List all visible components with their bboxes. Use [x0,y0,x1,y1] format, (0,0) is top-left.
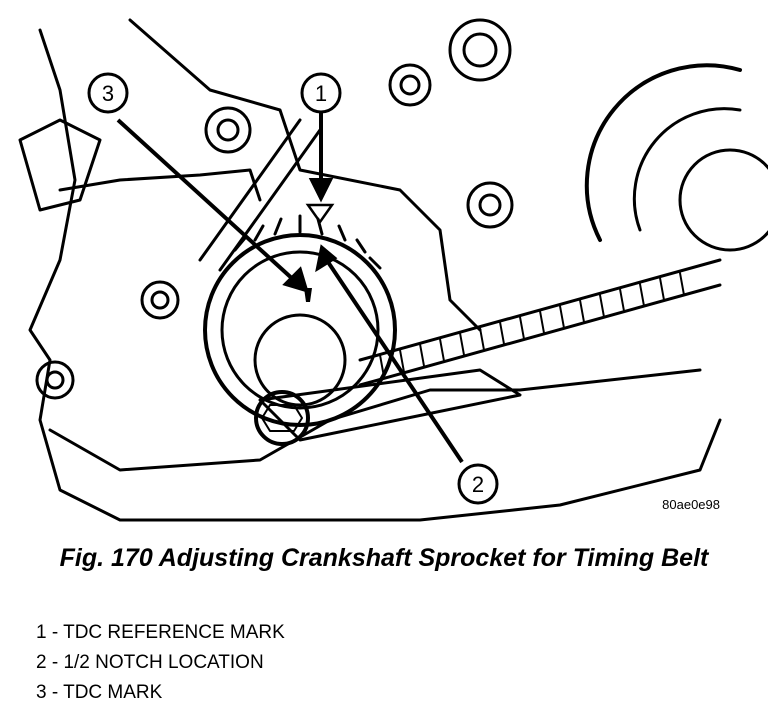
bolt [478,193,502,217]
callout-2: 2 [457,463,499,505]
callout-1: 1 [300,72,342,114]
crankshaft-hub [253,313,347,407]
leader-line-2 [326,260,464,464]
callout-3-number: 3 [102,81,114,106]
figure-caption: Fig. 170 Adjusting Crankshaft Sprocket f… [59,544,709,572]
bolt [448,18,512,82]
bolt [150,290,170,310]
crank-bolt-hex [261,404,303,432]
tdc-reference-triangle [305,203,335,225]
leader-line-3 [116,118,298,284]
bolt [216,118,240,142]
crankshaft-sprocket-rim [220,250,380,410]
crank-bolt [254,390,310,446]
callout-2-number: 2 [472,472,484,497]
legend: 1 - TDC REFERENCE MARK 2 - 1/2 NOTCH LOC… [36,618,285,708]
timing-cover-edge [58,168,262,202]
legend-item: 2 - 1/2 NOTCH LOCATION [36,652,264,673]
figure-code: 80ae0e98 [662,497,720,512]
arrowhead-1 [308,178,334,203]
bolt [45,370,65,390]
legend-item: 1 - TDC REFERENCE MARK [36,622,285,643]
bolt [140,280,180,320]
bolt [399,74,421,96]
bolt [466,181,514,229]
bolt [462,32,498,68]
belt-teeth [379,272,685,378]
engine-timing-diagram: 1 3 2 [18,18,768,522]
legend-item: 3 - TDC MARK [36,682,163,703]
engine-block-inner [128,18,482,332]
bolt [388,63,432,107]
camshaft-sprocket-inner [632,107,742,232]
sprocket-teeth [233,214,382,270]
arrowhead-2 [315,244,338,273]
cam-hub [678,148,768,252]
crankshaft-sprocket [203,233,397,427]
bolt [204,106,252,154]
bracket-outline [18,118,102,212]
callout-1-number: 1 [315,81,327,106]
callout-3: 3 [87,72,129,114]
bolt [35,360,75,400]
engine-block-outline [28,28,722,522]
camshaft-sprocket [584,63,742,242]
timing-belt-lower [358,258,722,387]
arrowhead-3 [282,266,309,293]
